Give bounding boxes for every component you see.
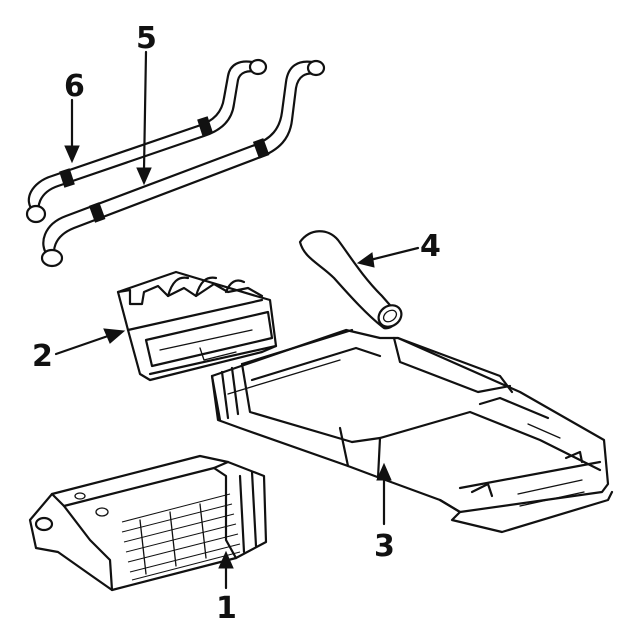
callout-3: 3: [374, 529, 395, 564]
callout-4: 4: [420, 229, 441, 264]
callout-2: 2: [32, 339, 53, 374]
callout-leaders: [54, 50, 420, 590]
callout-6: 6: [64, 69, 85, 104]
part-1-heater-core[interactable]: [28, 454, 268, 592]
part-4-duct-hose[interactable]: [298, 230, 406, 331]
part-2-air-duct[interactable]: [116, 270, 278, 382]
callout-1: 1: [216, 591, 237, 626]
part-3-heater-case[interactable]: [210, 328, 614, 534]
part-6-heater-hose[interactable]: [25, 58, 268, 224]
callout-5: 5: [136, 21, 157, 56]
part-5-heater-hose[interactable]: [40, 59, 326, 268]
callout-labels: 6 5 4 2 3 1: [32, 21, 441, 626]
